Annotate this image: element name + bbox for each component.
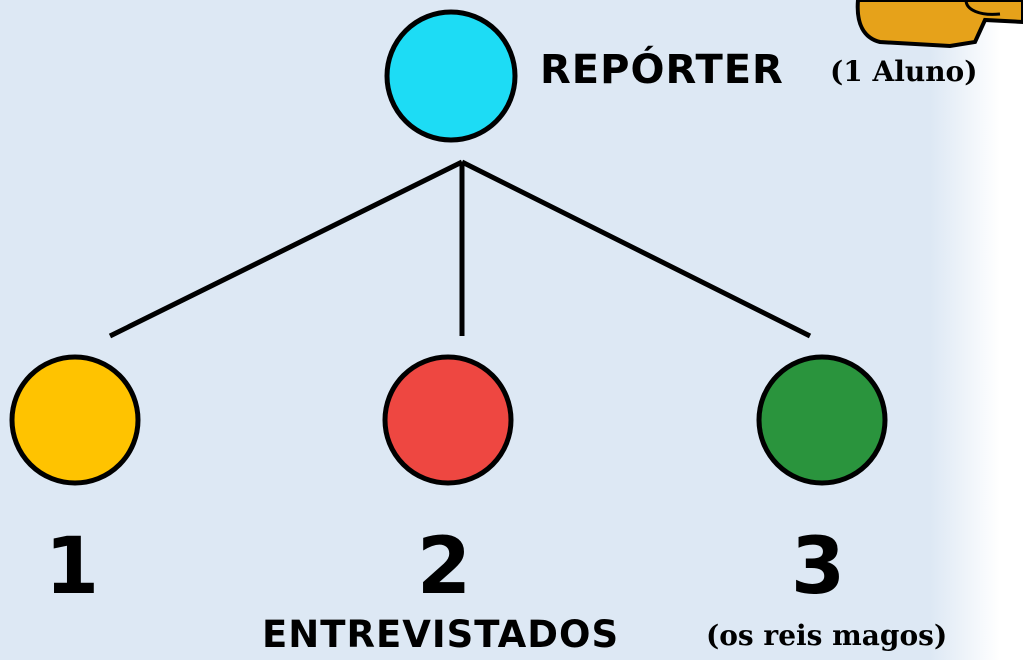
interviewee-2-number: 2 [416,522,472,612]
edge-root-to-3 [460,159,812,339]
interviewees-label: ENTREVISTADOS [262,613,620,656]
interviewees-note: (os reis magos) [706,619,948,652]
interviewee-3-number: 3 [790,522,846,612]
interviewee-1-node [9,354,141,486]
reporter-label: REPÓRTER [540,47,784,93]
cartoon-hand-icon [855,0,1023,49]
interviewee-3-node [756,354,888,486]
interviewee-2-node [382,354,514,486]
interviewee-1-number: 1 [44,522,100,612]
reporter-node [384,9,518,143]
reporter-note: (1 Aluno) [830,55,978,88]
edge-root-to-1 [108,159,464,339]
